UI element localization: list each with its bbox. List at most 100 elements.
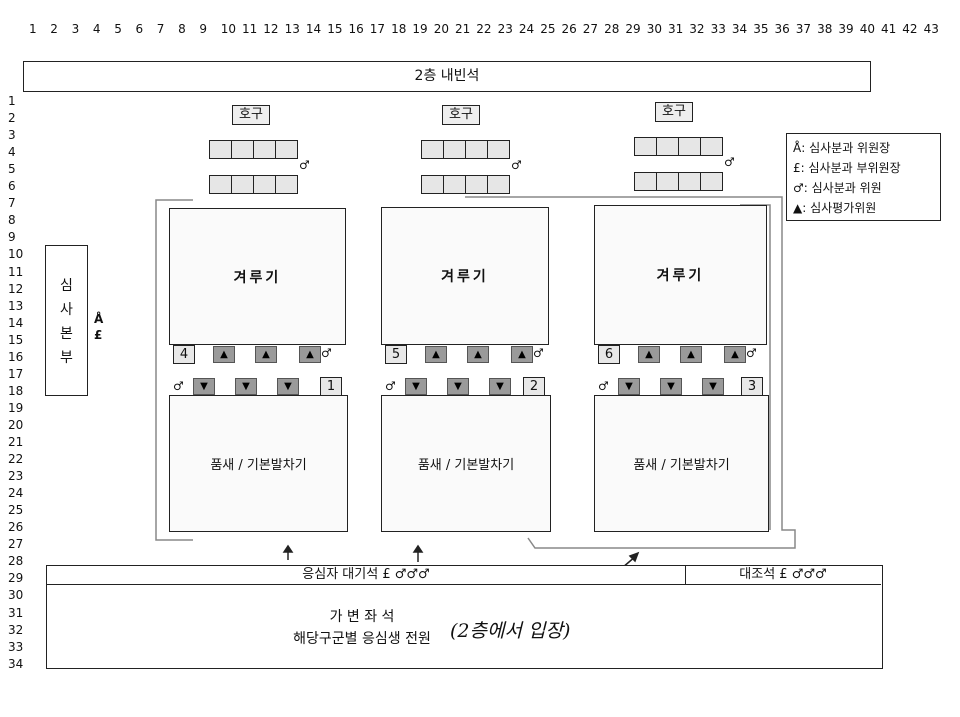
column-number: 20	[433, 22, 449, 36]
seating-area: 응심자 대기석 £ ♂♂♂ 대조석 £ ♂♂♂ 가 변 좌 석 해당구군별 응심…	[46, 565, 883, 669]
row-number: 1	[8, 94, 16, 108]
hogu-label: 호구	[232, 105, 270, 125]
legend: Å: 심사분과 위원장 £: 심사분과 부위원장 ♂: 심사분과 위원 ▲: 심…	[786, 133, 941, 221]
column-number: 19	[412, 22, 428, 36]
court-number: 3	[741, 377, 763, 396]
row-number: 17	[8, 366, 24, 381]
row-number: 2	[8, 111, 16, 126]
seat	[678, 172, 701, 191]
seat	[231, 140, 254, 159]
down-triangle-icon: ▼	[618, 378, 640, 395]
vice-chairman-symbol: £	[94, 328, 103, 342]
seat	[209, 140, 232, 159]
row-number: 5	[8, 162, 16, 177]
column-number: 43	[923, 22, 939, 36]
up-triangle-icon: ▲	[638, 346, 660, 363]
row-number: 3	[8, 128, 16, 143]
row-number: 13	[8, 298, 24, 313]
row-number: 27	[8, 537, 24, 552]
male-icon: ♂	[299, 158, 310, 172]
court-number: 2	[523, 377, 545, 396]
column-number: 3	[71, 22, 80, 36]
row-number: 15	[8, 332, 24, 347]
male-icon: ♂	[511, 158, 522, 172]
row-number: 30	[8, 588, 24, 603]
row-number: 7	[8, 196, 16, 211]
column-number: 38	[817, 22, 833, 36]
male-icon: ♂	[321, 346, 332, 360]
row-number: 12	[8, 281, 24, 296]
legend-label: : 심사분과 위원	[803, 181, 882, 195]
seat	[275, 175, 298, 194]
seat-row	[634, 172, 723, 191]
column-number: 8	[178, 22, 186, 36]
seat	[700, 137, 723, 156]
column-number: 41	[881, 22, 897, 36]
hogu-label: 호구	[655, 102, 693, 122]
seat	[421, 175, 444, 194]
up-triangle-icon: ▲	[425, 346, 447, 363]
column-number: 26	[561, 22, 577, 36]
seat	[231, 175, 254, 194]
legend-symbol: £	[793, 161, 801, 175]
seat	[634, 172, 657, 191]
seat	[634, 137, 657, 156]
column-number: 24	[518, 22, 535, 36]
legend-label: : 심사분과 위원장	[801, 141, 891, 155]
column-number: 28	[604, 22, 620, 36]
row-number: 4	[8, 145, 16, 160]
row-number: 26	[8, 520, 24, 535]
applicant-waiting-seats: 응심자 대기석 £ ♂♂♂	[47, 566, 686, 585]
row-number: 21	[8, 435, 24, 449]
column-number: 18	[391, 22, 407, 36]
down-triangle-icon: ▼	[660, 378, 682, 395]
row-number: 20	[8, 417, 24, 432]
poomsae-court: 품새 / 기본발차기	[381, 395, 551, 532]
column-number: 5	[114, 22, 122, 36]
path-right	[465, 196, 796, 549]
seat	[656, 137, 679, 156]
row-number: 29	[8, 571, 24, 586]
male-icon: ♂	[533, 346, 544, 360]
row-number: 24	[8, 486, 24, 501]
row-number: 23	[8, 469, 24, 484]
up-triangle-icon: ▲	[680, 346, 702, 363]
down-triangle-icon: ▼	[405, 378, 427, 395]
male-icon: ♂	[598, 379, 609, 393]
legend-item: £: 심사분과 부위원장	[793, 158, 934, 178]
column-number: 25	[540, 22, 556, 36]
row-number: 18	[8, 383, 24, 398]
column-number: 16	[348, 22, 364, 36]
hogu-label: 호구	[442, 105, 480, 125]
column-number: 10	[220, 22, 236, 36]
column-number: 11	[242, 22, 258, 36]
poomsae-court: 품새 / 기본발차기	[169, 395, 348, 532]
court-number: 1	[320, 377, 342, 396]
up-triangle-icon: ▲	[255, 346, 277, 363]
column-number: 1	[29, 22, 37, 36]
column-number: 9	[199, 22, 208, 36]
legend-label: : 심사평가위원	[802, 201, 877, 215]
court-number: 5	[385, 345, 407, 364]
column-number: 33	[710, 22, 726, 36]
legend-item: Å: 심사분과 위원장	[793, 138, 934, 158]
court-number: 4	[173, 345, 195, 364]
sparring-court: 겨루기	[381, 207, 549, 345]
column-number: 13	[284, 22, 300, 36]
row-number: 9	[8, 230, 16, 245]
row-number: 11	[8, 264, 24, 279]
row-number: 32	[8, 622, 24, 637]
seat	[209, 175, 232, 194]
male-icon: ♂	[746, 346, 757, 360]
row-number: 25	[8, 503, 24, 518]
seat	[465, 140, 488, 159]
column-number: 30	[646, 22, 662, 36]
down-triangle-icon: ▼	[447, 378, 469, 395]
column-number: 35	[753, 22, 769, 36]
court-number: 6	[598, 345, 620, 364]
seat	[421, 140, 444, 159]
seat	[465, 175, 488, 194]
